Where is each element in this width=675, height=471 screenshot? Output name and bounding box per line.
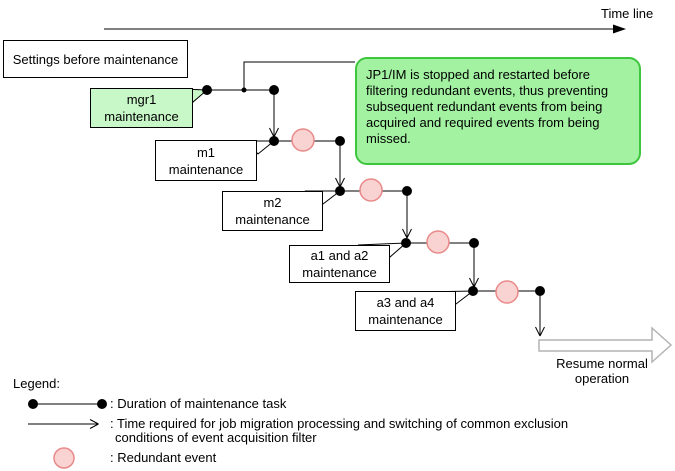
down-arrowhead-icon (535, 326, 545, 337)
down-arrowhead-icon (402, 228, 412, 239)
legend-item-redundant: : Redundant event (110, 450, 217, 465)
legend-item-migration-line2: conditions of event acquisition filter (115, 430, 317, 445)
task-name: m1 (196, 144, 216, 160)
resume-normal-operation-label: Resume normal operation (535, 356, 669, 386)
legend-title: Legend: (13, 376, 60, 391)
task-label: maintenance (302, 265, 377, 280)
task-label: maintenance (235, 212, 310, 227)
task-start-dot (269, 136, 279, 146)
task-name: m2 (263, 195, 282, 210)
duration-row-a3a4 (468, 280, 545, 304)
jp1im-callout-bubble: JP1/IM is stopped and restarted before f… (355, 57, 641, 165)
timeline-arrow (104, 24, 626, 34)
task-box-mgr1: mgr1 maintenance (90, 88, 193, 128)
duration-row-m2 (335, 178, 412, 202)
task-label: maintenance (368, 312, 443, 327)
down-arrowhead-icon (335, 177, 345, 188)
down-arrowhead-icon (269, 127, 279, 138)
legend-item-migration-line1: : Time required for job migration proces… (110, 416, 569, 431)
legend-arrowhead-icon (89, 419, 99, 429)
legend-item-duration: : Duration of maintenance task (110, 396, 287, 411)
migration-arrow-3 (402, 191, 412, 239)
migration-arrow-1 (269, 90, 279, 138)
timeline-arrowhead-icon (613, 24, 626, 34)
task-box-a3a4: a3 and a4 maintenance (355, 291, 456, 331)
down-arrowhead-icon (469, 277, 479, 288)
resume-label-line2: operation (574, 371, 630, 386)
timeline-label: Time line (601, 6, 654, 21)
task-box-a1a2: a1 and a2 maintenance (289, 245, 390, 283)
migration-arrow-5 (535, 291, 545, 337)
legend-redundant-event-circle (53, 447, 75, 469)
task-name: a1 and a2 (310, 248, 369, 263)
task-box-m1: m1 maintenance (155, 140, 257, 181)
migration-arrow-2 (335, 141, 345, 188)
duration-row-mgr1 (202, 85, 279, 95)
redundant-event-circle (291, 128, 315, 152)
redundant-event-circle (495, 280, 519, 304)
legend-item-migration: : Time required for job migration proces… (110, 417, 655, 444)
resume-label-line1: Resume normal (556, 356, 648, 371)
legend-duration-end-dot (97, 399, 107, 409)
duration-row-m1 (269, 128, 345, 152)
legend-duration-glyph (28, 399, 107, 409)
task-start-dot (401, 238, 411, 248)
task-label: maintenance (168, 161, 244, 177)
migration-arrow-4 (469, 243, 479, 288)
task-label: maintenance (104, 109, 179, 124)
task-start-dot (468, 286, 478, 296)
task-start-dot (335, 186, 345, 196)
legend-arrow-glyph (28, 419, 99, 429)
callout-text: JP1/IM is stopped and restarted before f… (366, 67, 609, 146)
task-start-dot (202, 85, 212, 95)
task-name: mgr1 (126, 92, 157, 107)
redundant-event-circle (359, 178, 383, 202)
task-box-m2: m2 maintenance (222, 191, 323, 231)
callout-connector-line (243, 61, 355, 88)
legend-duration-start-dot (28, 399, 38, 409)
resume-block-arrow-icon (538, 326, 673, 364)
settings-box-label: Settings before maintenance (12, 51, 179, 67)
redundant-event-circle (426, 230, 450, 254)
task-name: a3 and a4 (376, 295, 435, 310)
duration-row-a1a2 (401, 230, 479, 254)
settings-before-maintenance-box: Settings before maintenance (3, 40, 188, 78)
